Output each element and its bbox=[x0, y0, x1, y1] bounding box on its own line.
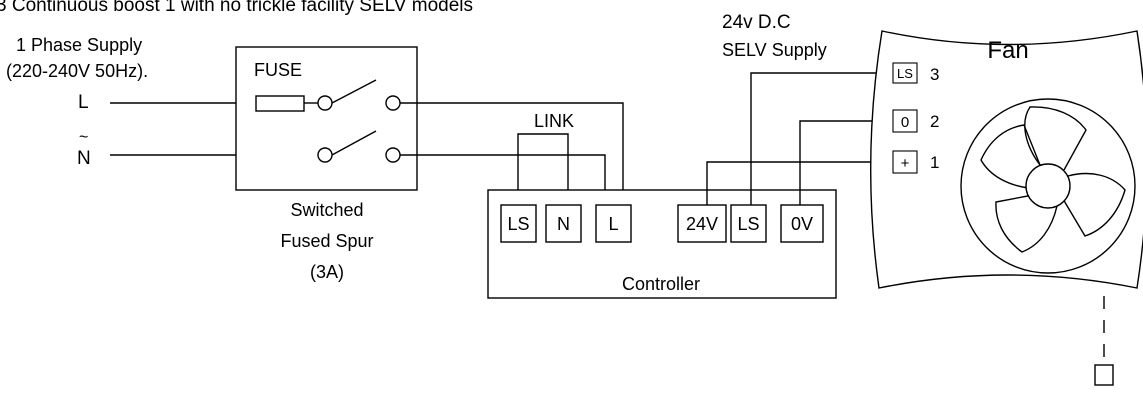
fan-terminal-zero bbox=[892, 109, 918, 133]
switch-blade-neutral bbox=[331, 130, 377, 156]
fan-terminal-3-number: 3 bbox=[930, 65, 939, 84]
tilde-label: ~ bbox=[79, 129, 88, 146]
controller-terminal-n-label: N bbox=[557, 214, 570, 234]
spur-neutral-in-terminal bbox=[317, 147, 333, 163]
controller-terminal-ls2-label: LS bbox=[737, 214, 759, 234]
controller-terminal-l-label: L bbox=[608, 214, 618, 234]
selv-line1: 24v D.C bbox=[722, 12, 791, 33]
spur-live-out-terminal bbox=[385, 95, 401, 111]
link-label: LINK bbox=[534, 111, 574, 131]
controller-terminal-ls bbox=[500, 204, 537, 243]
fan-terminal-plus-symbol: + bbox=[901, 155, 910, 172]
supply-spec: (220-240V 50Hz). bbox=[6, 61, 148, 81]
fuse-label: FUSE bbox=[254, 60, 302, 80]
spur-caption-1: Switched bbox=[290, 200, 363, 220]
fused-spur-box bbox=[235, 46, 418, 191]
fan-terminal-ls-symbol: LS bbox=[897, 66, 913, 81]
neutral-label: N bbox=[77, 148, 91, 169]
controller-terminal-l bbox=[595, 204, 632, 243]
controller-terminal-ls2 bbox=[730, 204, 767, 243]
controller-terminal-0v-label: 0V bbox=[791, 214, 813, 234]
selv-line2: SELV Supply bbox=[722, 40, 827, 60]
controller-label: Controller bbox=[622, 274, 700, 294]
fan-terminal-ls bbox=[892, 62, 918, 84]
controller-terminal-ls-label: LS bbox=[507, 214, 529, 234]
supply-title: 1 Phase Supply bbox=[16, 35, 142, 55]
zero-volt-wire bbox=[799, 120, 893, 205]
header-text: 3 Continuous boost 1 with no trickle fac… bbox=[0, 0, 473, 16]
neutral-to-controller-wire bbox=[400, 154, 606, 205]
fan-terminal-2-number: 2 bbox=[930, 112, 939, 131]
spur-caption-3: (3A) bbox=[310, 262, 344, 282]
fuse-icon bbox=[255, 95, 305, 112]
spur-neutral-out-terminal bbox=[385, 147, 401, 163]
ls-wire bbox=[750, 72, 893, 205]
spur-live-in-terminal bbox=[317, 95, 333, 111]
live-label: L bbox=[78, 92, 89, 113]
controller-terminal-24v-label: 24V bbox=[686, 214, 718, 234]
spur-caption-2: Fused Spur bbox=[280, 231, 373, 251]
controller-terminal-n bbox=[545, 204, 582, 243]
controller-terminal-0v bbox=[780, 204, 824, 243]
fan-terminal-1-number: 1 bbox=[930, 153, 939, 172]
fan-terminal-zero-symbol: 0 bbox=[901, 114, 909, 131]
plus-24v-wire bbox=[706, 161, 893, 205]
live-to-controller-wire bbox=[400, 102, 624, 205]
switch-blade-live bbox=[331, 79, 377, 104]
controller-terminal-24v bbox=[677, 204, 727, 243]
fan-title: Fan bbox=[987, 37, 1028, 64]
fan-impeller-icon bbox=[960, 98, 1136, 274]
link-wire bbox=[517, 133, 569, 205]
fan-terminal-plus bbox=[892, 150, 918, 174]
pull-cord-handle bbox=[1094, 364, 1114, 386]
